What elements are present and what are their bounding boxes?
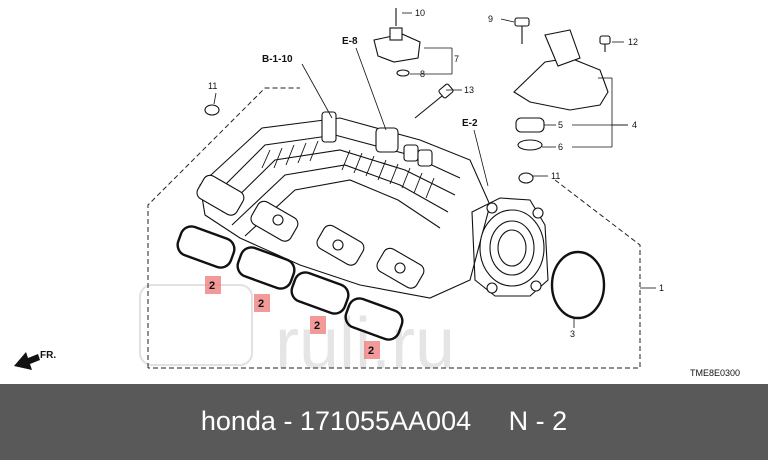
svg-text:B-1-10: B-1-10	[262, 54, 293, 65]
gasket-highlights	[205, 276, 380, 359]
svg-text:5: 5	[558, 120, 563, 130]
assembly-outline	[147, 87, 641, 369]
svg-text:11: 11	[208, 81, 217, 91]
diagram-code: TME8E0300	[690, 368, 740, 378]
caption-bar: honda - 171055AA004 N - 2	[0, 384, 768, 460]
svg-text:7: 7	[454, 54, 459, 64]
bolt-13	[414, 83, 454, 119]
svg-text:11: 11	[551, 171, 560, 181]
svg-text:4: 4	[632, 120, 637, 130]
part-caption: honda - 171055AA004 N - 2	[200, 406, 568, 436]
svg-text:3: 3	[570, 329, 575, 339]
svg-text:E-2: E-2	[462, 118, 478, 129]
svg-text:8: 8	[420, 69, 425, 79]
manifold-gaskets	[176, 225, 404, 341]
svg-text:2: 2	[258, 298, 264, 310]
front-direction-arrow: FR.	[14, 350, 56, 370]
svg-text:12: 12	[628, 37, 638, 47]
svg-text:6: 6	[558, 142, 563, 152]
svg-text:1: 1	[659, 283, 664, 293]
callout-labels: 1 3 4 5 6 7 8 9 10 11 11 12 13	[208, 8, 664, 339]
leader-lines	[213, 12, 656, 289]
parts-diagram: ruli.ru	[14, 8, 741, 384]
svg-text:E-8: E-8	[342, 36, 358, 47]
throttle-o-ring	[550, 250, 606, 320]
svg-text:2: 2	[314, 320, 320, 332]
svg-text:10: 10	[415, 8, 425, 18]
svg-text:13: 13	[464, 85, 474, 95]
bracket-assembly	[204, 17, 611, 184]
intake-manifold	[196, 111, 549, 299]
gasket-callouts: 2 2 2 2	[209, 280, 374, 357]
svg-text:FR.: FR.	[40, 350, 56, 361]
svg-text:2: 2	[368, 345, 374, 357]
svg-text:9: 9	[488, 14, 493, 24]
reference-codes: B-1-10 E-8 E-2	[262, 36, 478, 129]
map-sensor	[373, 8, 421, 77]
svg-text:2: 2	[209, 280, 215, 292]
